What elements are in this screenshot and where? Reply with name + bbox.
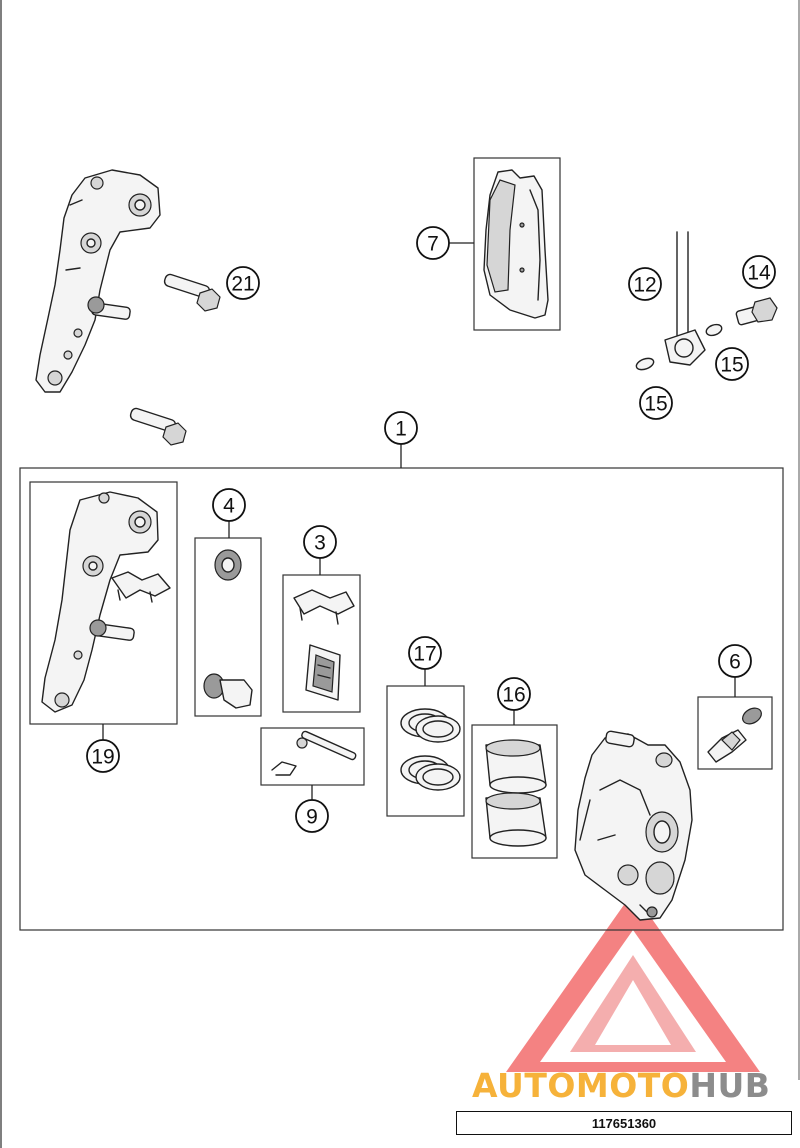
callout-9: 9 xyxy=(295,799,329,833)
leader-lines xyxy=(102,242,736,800)
caliper-support-bracket xyxy=(35,169,161,393)
diagram-code-label: 117651360 xyxy=(456,1111,792,1135)
callout-12: 12 xyxy=(628,267,662,301)
bracket-bolt-upper xyxy=(163,273,221,312)
callout-label: 12 xyxy=(633,274,656,297)
callout-label: 4 xyxy=(223,495,235,518)
callout-15-left: 15 xyxy=(639,386,673,420)
bleeder-valve-box xyxy=(697,696,773,770)
watermark-hub: HUB xyxy=(689,1066,770,1105)
piston-box xyxy=(471,724,558,859)
callout-3: 3 xyxy=(303,525,337,559)
callout-7: 7 xyxy=(416,226,450,260)
callout-21: 21 xyxy=(226,266,260,300)
callout-label: 21 xyxy=(231,273,254,296)
callout-label: 9 xyxy=(306,806,318,829)
callout-14: 14 xyxy=(742,255,776,289)
pin-boot-box xyxy=(194,537,262,717)
callout-label: 7 xyxy=(427,233,439,256)
callout-label: 15 xyxy=(644,393,667,416)
callout-label: 1 xyxy=(395,418,407,441)
callout-1: 1 xyxy=(384,411,418,445)
callout-17: 17 xyxy=(408,636,442,670)
watermark-logo-triangle xyxy=(506,892,760,1072)
callout-label: 19 xyxy=(91,746,114,769)
diagram-code: 117651360 xyxy=(591,1115,657,1131)
callout-15-right: 15 xyxy=(715,347,749,381)
callout-19: 19 xyxy=(86,739,120,773)
brake-pad-box xyxy=(473,157,561,331)
caliper-body xyxy=(574,730,693,921)
callout-label: 16 xyxy=(502,684,525,707)
callout-label: 17 xyxy=(413,643,436,666)
callout-label: 14 xyxy=(747,262,771,285)
svg-text:AUTOMOTOHUB: AUTOMOTOHUB xyxy=(472,1066,770,1105)
watermark-moto: MOTO xyxy=(576,1066,689,1105)
watermark-logo-text: AUTOMOTOHUB xyxy=(472,1066,770,1105)
callout-4: 4 xyxy=(212,488,246,522)
callout-label: 3 xyxy=(314,532,326,555)
piston-seal-box xyxy=(386,685,465,817)
bracket-bolt-lower xyxy=(129,407,187,446)
pad-spring-box xyxy=(282,574,361,713)
callout-label: 6 xyxy=(729,651,741,674)
callout-16: 16 xyxy=(497,677,531,711)
pad-pin-box xyxy=(260,727,365,786)
callout-6: 6 xyxy=(718,644,752,678)
callout-label: 15 xyxy=(720,354,743,377)
caliper-carrier-box xyxy=(29,481,178,725)
brake-line-banjo-assembly xyxy=(635,231,778,371)
watermark-auto: AUTO xyxy=(472,1066,576,1105)
